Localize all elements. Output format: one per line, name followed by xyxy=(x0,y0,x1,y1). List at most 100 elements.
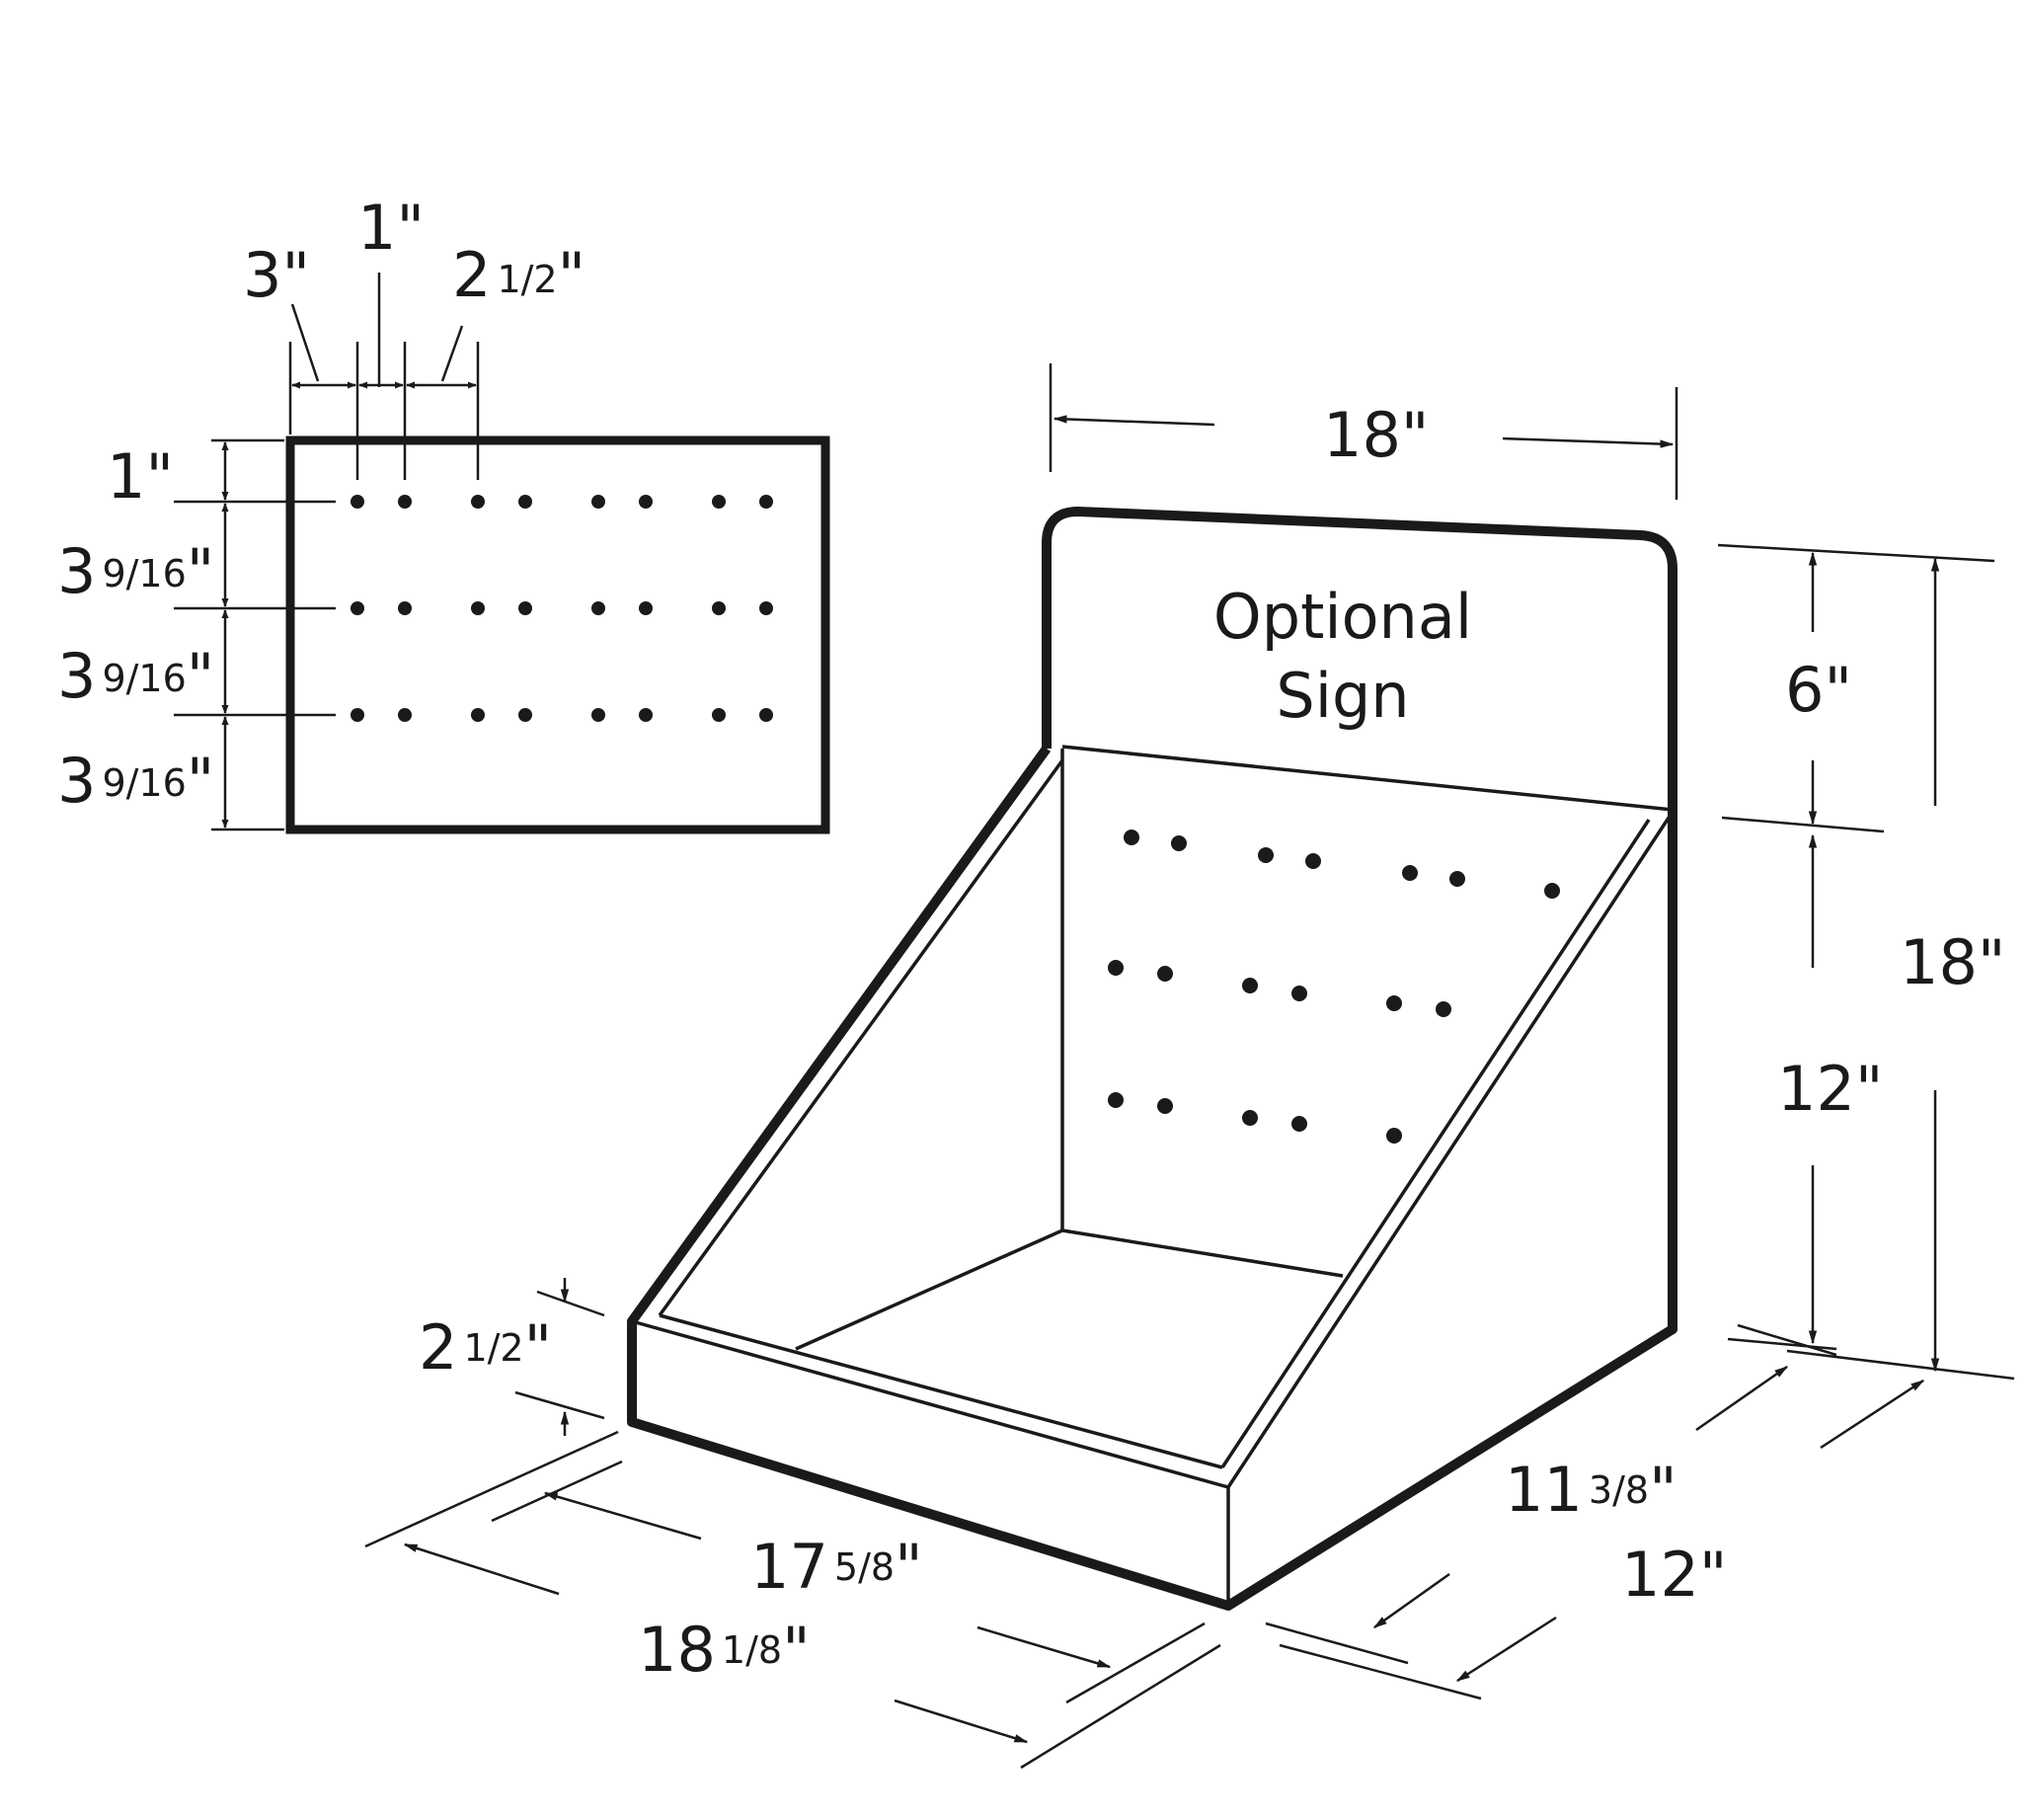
label-top-width: 18" xyxy=(1323,399,1429,471)
hole-dot xyxy=(1242,978,1258,993)
outer-width-arrow xyxy=(894,1699,1029,1744)
label-inner-depth-whole: 11 xyxy=(1505,1454,1583,1526)
label-inset-row-2-unit: " xyxy=(187,535,215,607)
hole-dot xyxy=(351,495,364,509)
label-outer-width-whole: 18 xyxy=(638,1614,716,1686)
hole-dot xyxy=(518,708,532,722)
box-outer-outline xyxy=(627,746,1677,1611)
width-extension xyxy=(364,1430,619,1548)
sign-text-line-2: Sign xyxy=(1276,660,1409,732)
hole-dot xyxy=(712,708,726,722)
hole-dot xyxy=(759,708,773,722)
hole-dot xyxy=(471,708,485,722)
label-inset-row-4-unit: " xyxy=(187,745,215,817)
hole-dot xyxy=(759,495,773,509)
right-slope-outer xyxy=(1226,811,1675,1488)
label-inset-row-3-whole: 3 xyxy=(57,640,96,712)
label-pair-gap-fraction: 1/2 xyxy=(497,258,557,301)
hole-dot xyxy=(591,601,605,615)
hole-dot xyxy=(639,708,653,722)
hole-dot xyxy=(1449,871,1465,887)
inner-depth-arrow xyxy=(1372,1572,1450,1629)
hole-dot xyxy=(1402,865,1418,881)
label-inner-depth-unit: " xyxy=(1649,1454,1677,1526)
height-extension xyxy=(1721,816,1885,833)
outer-depth-arrow xyxy=(1455,1616,1557,1683)
sign-bottom-line xyxy=(1061,745,1674,812)
hole-dot xyxy=(518,495,532,509)
lip-extension xyxy=(536,1290,605,1317)
hole-dot xyxy=(518,601,532,615)
label-inner-width-fraction: 5/8 xyxy=(834,1545,895,1589)
hole-dot xyxy=(1258,847,1274,863)
sign-outline xyxy=(1042,507,1677,812)
hole-dot xyxy=(398,601,412,615)
hole-dot xyxy=(1386,995,1402,1011)
hole-dot xyxy=(1108,1092,1124,1108)
hole-dot xyxy=(639,495,653,509)
hole-dot xyxy=(759,601,773,615)
label-inset-row-4-whole: 3 xyxy=(57,745,96,817)
inset-leader-line xyxy=(440,325,464,382)
inner-left-slope xyxy=(658,758,1064,1317)
inner-depth-arrow xyxy=(1695,1365,1789,1432)
display-box-isometric: Optional Sign xyxy=(627,507,1677,1611)
hole-dot xyxy=(712,601,726,615)
hole-dot xyxy=(351,708,364,722)
inset-panel-outline xyxy=(285,435,830,834)
front-lip-top-outer xyxy=(631,1319,1229,1489)
depth-extension xyxy=(1279,1643,1482,1701)
label-inset-row-2-fraction: 9/16 xyxy=(102,552,186,595)
outer-width-arrow xyxy=(403,1543,560,1596)
hole-dot xyxy=(398,495,412,509)
hole-dot xyxy=(1386,1128,1402,1144)
hole-dot xyxy=(1108,960,1124,976)
floor-left-edge xyxy=(795,1228,1063,1351)
hole-dot xyxy=(1436,1001,1451,1017)
hole-dot xyxy=(591,708,605,722)
depth-extension xyxy=(1265,1622,1409,1665)
inset-leader-line xyxy=(290,303,320,382)
hole-dot xyxy=(639,601,653,615)
outer-depth-arrow xyxy=(1820,1379,1925,1450)
inset-hole-dots xyxy=(351,495,773,722)
hole-dot xyxy=(1544,883,1560,899)
label-inset-row-4-fraction: 9/16 xyxy=(102,761,186,805)
inner-width-arrow xyxy=(976,1625,1112,1669)
depth-extension xyxy=(1737,1323,1837,1357)
hole-dot xyxy=(1124,830,1139,845)
width-extension xyxy=(491,1460,623,1523)
hole-dot xyxy=(1157,1098,1173,1114)
hole-dot xyxy=(1305,853,1321,869)
label-front-lip-fraction: 1/2 xyxy=(463,1326,523,1370)
label-outer-width-fraction: 1/8 xyxy=(722,1628,782,1672)
label-front-lip-whole: 2 xyxy=(419,1311,457,1384)
label-front-lip-unit: " xyxy=(524,1311,553,1384)
label-inset-row-1: 1" xyxy=(107,440,174,513)
inner-width-arrow xyxy=(543,1491,702,1541)
hole-dot xyxy=(471,495,485,509)
hole-dot xyxy=(398,708,412,722)
label-inner-width-whole: 17 xyxy=(750,1531,828,1603)
back-panel-hole-dots xyxy=(1108,830,1560,1144)
label-pair-gap-unit: " xyxy=(558,239,586,311)
width-extension xyxy=(1020,1643,1221,1770)
hole-dot xyxy=(1157,966,1173,982)
top-width-arrow xyxy=(1053,415,1215,427)
label-outer-depth: 12" xyxy=(1621,1539,1727,1611)
label-left-spacing: 3" xyxy=(243,239,310,311)
label-total-height: 18" xyxy=(1900,926,2005,998)
hole-dot xyxy=(591,495,605,509)
